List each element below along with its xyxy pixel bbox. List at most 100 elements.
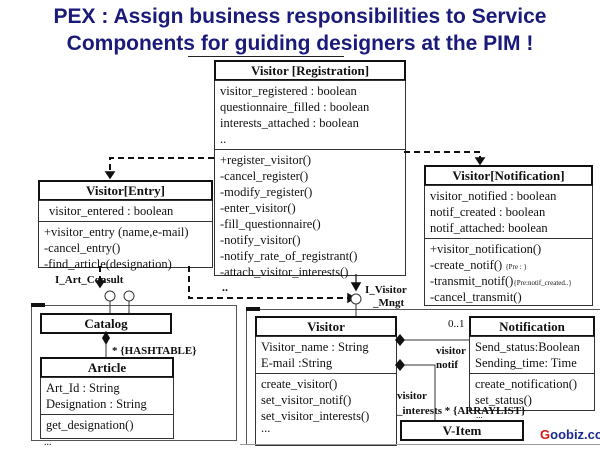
role-visitor-interests-2: _interests * {ARRAYLIST} — [397, 405, 526, 417]
operation: -create_notif() {Pre : } — [430, 257, 587, 273]
class-name: Visitor[Entry] — [38, 180, 213, 201]
catalog-package-tab — [31, 303, 45, 307]
attributes-section: visitor_entered : boolean — [39, 200, 212, 221]
class-name: Visitor[Notification] — [424, 165, 593, 186]
operation: -fill_questionnaire() — [220, 217, 321, 231]
operations-section: +visitor_entry (name,e-mail) -cancel_ent… — [39, 221, 212, 274]
visitor-management-package-tab — [246, 307, 260, 311]
operation: -cancel_transmit() — [430, 289, 587, 305]
operation-text: -cancel_transmit() — [430, 290, 522, 304]
registration-ellipsis: .. — [222, 280, 228, 294]
dependency-registration-to-notification — [404, 151, 481, 160]
attribute: notif_created : boolean — [430, 205, 546, 219]
arrowhead — [104, 171, 116, 180]
operation: set_status() — [475, 393, 532, 407]
attribute: .. — [220, 132, 227, 146]
role-visitor-notif-2: notif — [436, 359, 458, 371]
title-underline — [188, 56, 344, 57]
operation: -modify_register() — [220, 185, 313, 199]
operation-text: -transmit_notif() — [430, 274, 514, 288]
attribute: notif_attached: boolean — [430, 221, 548, 235]
interface-i-art-consult-label: I_Art_Consult — [55, 274, 124, 286]
class-visitor-registration[interactable]: Visitor [Registration] visitor_registere… — [214, 60, 406, 279]
attribute: Sending_time: Time — [475, 356, 577, 370]
operations-section: +visitor_notification() -create_notif() … — [425, 238, 592, 307]
interface-lollipop-art-consult-2 — [123, 290, 135, 302]
operation: -notify_rate_of_registrant() — [220, 249, 358, 263]
class-name: Visitor — [255, 316, 397, 337]
operation: get_designation() — [46, 418, 134, 432]
attribute: visitor_registered : boolean — [220, 84, 357, 98]
interface-i-visitor-mngt-label-1: I_Visitor — [365, 284, 407, 296]
attribute: Designation : String — [46, 397, 147, 411]
operation: -attach_visitor_interests() — [220, 265, 349, 279]
catalog-package-ellipsis: ... — [44, 437, 52, 448]
attribute: visitor_notified : boolean — [430, 189, 557, 203]
operation: create_visitor() — [261, 377, 338, 391]
interface-lollipop-art-consult-1 — [104, 290, 116, 302]
operations-section: +register_visitor() -cancel_register() -… — [215, 149, 405, 282]
goobiz-logo: Goobiz.com — [540, 427, 600, 442]
precondition-note: {Pre:notif_created..} — [513, 279, 572, 287]
operation: create_notification() — [475, 377, 578, 391]
arrowhead — [347, 292, 357, 304]
operation: +register_visitor() — [220, 153, 312, 167]
class-name: Notification — [469, 316, 595, 337]
role-visitor-interests-1: visitor — [397, 390, 427, 402]
attributes-section: Art_Id : String Designation : String — [41, 377, 173, 414]
attribute: interests_attached : boolean — [220, 116, 359, 130]
operation: ... — [261, 421, 271, 435]
attributes-section: Send_status:Boolean Sending_time: Time — [470, 336, 594, 373]
class-visitor-entry[interactable]: Visitor[Entry] visitor_entered : boolean… — [38, 180, 213, 271]
attribute: Send_status:Boolean — [475, 340, 580, 354]
arrowhead — [474, 157, 486, 166]
v-item-ellipsis: ... — [476, 410, 483, 420]
class-visitor[interactable]: Visitor Visitor_name : String E-mail :St… — [255, 316, 397, 446]
attributes-section: visitor_notified : boolean notif_created… — [425, 185, 592, 238]
class-notification[interactable]: Notification Send_status:Boolean Sending… — [469, 316, 595, 411]
operation: +visitor_entry (name,e-mail) — [44, 225, 189, 239]
class-name: Catalog — [40, 313, 172, 334]
precondition-note: {Pre : } — [505, 263, 527, 271]
bottom-divider — [240, 444, 600, 445]
logo-text: oobiz.com — [550, 427, 600, 442]
operation-text: +visitor_notification() — [430, 242, 542, 256]
interface-lollipop-visitor-mngt — [350, 293, 362, 305]
slide-title-line-2: Components for guiding designers at the … — [66, 32, 534, 55]
attribute: Art_Id : String — [46, 381, 120, 395]
operation: -notify_visitor() — [220, 233, 301, 247]
operation: -cancel_entry() — [44, 241, 121, 255]
class-catalog[interactable]: Catalog — [40, 313, 172, 334]
interface-i-visitor-mngt-label-2: _Mngt — [373, 297, 405, 309]
operation: +visitor_notification() — [430, 241, 587, 257]
attribute: E-mail :String — [261, 356, 333, 370]
attributes-section: Visitor_name : String E-mail :String — [256, 336, 396, 373]
arrowhead — [350, 282, 362, 292]
class-name: V-Item — [400, 420, 524, 441]
role-visitor-notif-1: visitor — [436, 345, 466, 357]
class-article[interactable]: Article Art_Id : String Designation : St… — [40, 357, 174, 439]
class-name: Visitor [Registration] — [214, 60, 406, 81]
attribute: Visitor_name : String — [261, 340, 369, 354]
class-visitor-notification[interactable]: Visitor[Notification] visitor_notified :… — [424, 165, 593, 306]
catalog-package — [31, 305, 237, 441]
class-name: Article — [40, 357, 174, 378]
operation: -cancel_register() — [220, 169, 309, 183]
operations-section: get_designation() — [41, 414, 173, 435]
operation: set_visitor_interests() — [261, 409, 370, 423]
operation: -enter_visitor() — [220, 201, 296, 215]
class-v-item[interactable]: V-Item — [400, 420, 524, 441]
attribute: visitor_entered : boolean — [49, 204, 174, 218]
dependency-registration-to-entry — [109, 157, 214, 174]
attribute: questionnaire_filled : boolean — [220, 100, 370, 114]
hashtable-label: * {HASHTABLE} — [112, 345, 197, 357]
operations-section: create_visitor() set_visitor_notif() set… — [256, 373, 396, 436]
operation: -find_article(designation) — [44, 257, 172, 271]
logo-g: G — [540, 427, 551, 442]
operation: -transmit_notif(){Pre:notif_created..} — [430, 273, 587, 289]
attributes-section: visitor_registered : boolean questionnai… — [215, 80, 405, 149]
slide-title-line-1: PEX : Assign business responsibilities t… — [53, 5, 547, 28]
multiplicity-label: 0..1 — [448, 318, 465, 330]
operation-text: -create_notif() — [430, 258, 503, 272]
operation: set_visitor_notif() — [261, 393, 352, 407]
